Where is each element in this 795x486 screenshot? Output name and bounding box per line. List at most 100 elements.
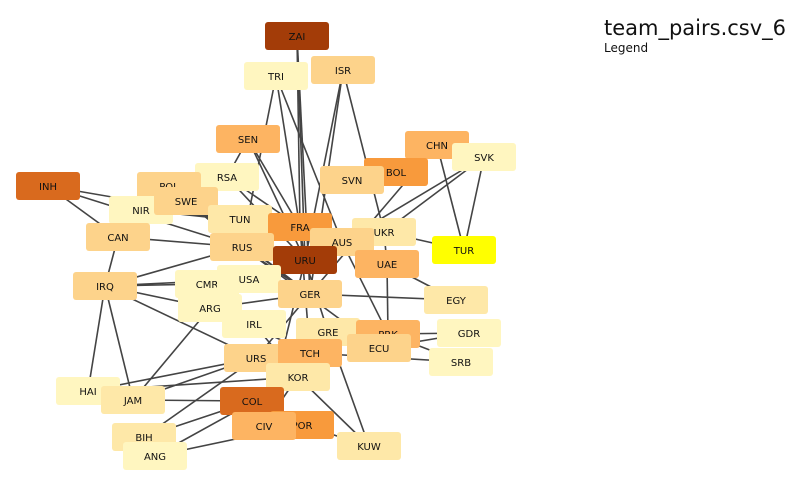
node-gdr[interactable]: GDR	[437, 319, 501, 347]
node-kor[interactable]: KOR	[266, 363, 330, 391]
node-label: TUR	[453, 246, 474, 257]
node-tun[interactable]: TUN	[208, 205, 272, 233]
node-box	[265, 22, 329, 50]
node-box	[424, 286, 488, 314]
node-label: NIR	[132, 206, 149, 217]
node-col[interactable]: COL	[220, 387, 284, 415]
node-irl[interactable]: IRL	[222, 310, 286, 338]
node-label: URU	[294, 256, 316, 267]
node-label: SVK	[474, 153, 494, 164]
node-box	[208, 205, 272, 233]
node-tri[interactable]: TRI	[244, 62, 308, 90]
node-box	[73, 272, 137, 300]
node-svk[interactable]: SVK	[452, 143, 516, 171]
node-label: RSA	[217, 173, 237, 184]
node-box	[452, 143, 516, 171]
node-label: ZAI	[289, 32, 306, 43]
node-egy[interactable]: EGY	[424, 286, 488, 314]
node-svn[interactable]: SVN	[320, 166, 384, 194]
node-label: EGY	[446, 296, 467, 307]
node-box	[101, 386, 165, 414]
node-box	[244, 62, 308, 90]
edge-irq-hai	[87, 285, 106, 392]
node-label: TCH	[299, 349, 320, 360]
node-kuw[interactable]: KUW	[337, 432, 401, 460]
node-label: GER	[299, 290, 320, 301]
node-label: IRL	[246, 320, 262, 331]
node-usa[interactable]: USA	[217, 265, 281, 293]
node-label: RUS	[232, 243, 253, 254]
node-isr[interactable]: ISR	[311, 56, 375, 84]
node-uae[interactable]: UAE	[355, 250, 419, 278]
node-label: INH	[39, 182, 57, 193]
node-box	[320, 166, 384, 194]
node-box	[432, 236, 496, 264]
node-box	[311, 56, 375, 84]
node-box	[273, 246, 337, 274]
node-label: CAN	[107, 233, 128, 244]
node-irq[interactable]: IRQ	[73, 272, 137, 300]
node-label: UAE	[377, 260, 397, 271]
node-can[interactable]: CAN	[86, 223, 150, 251]
node-jam[interactable]: JAM	[101, 386, 165, 414]
node-label: URS	[246, 354, 267, 365]
node-rsa[interactable]: RSA	[195, 163, 259, 191]
node-label: UKR	[374, 228, 395, 239]
node-sen[interactable]: SEN	[216, 125, 280, 153]
node-ang[interactable]: ANG	[123, 442, 187, 470]
node-box	[16, 172, 80, 200]
node-label: POR	[292, 421, 313, 432]
node-label: CHN	[426, 141, 448, 152]
node-label: IRQ	[96, 282, 114, 293]
node-box	[217, 265, 281, 293]
edge-irq-jam	[104, 285, 134, 401]
node-label: SVN	[342, 176, 363, 187]
node-civ[interactable]: CIV	[232, 412, 296, 440]
node-label: GDR	[458, 329, 480, 340]
legend-label: Legend	[604, 41, 649, 55]
node-box	[437, 319, 501, 347]
node-box	[278, 339, 342, 367]
node-box	[195, 163, 259, 191]
edge-sen-fra	[247, 138, 301, 228]
edge-chn-tur	[436, 144, 465, 251]
node-label: ISR	[335, 66, 351, 77]
node-tur[interactable]: TUR	[432, 236, 496, 264]
node-box	[222, 310, 286, 338]
edge-jam-arg	[132, 307, 211, 401]
node-layer: ZAITRIISRSENCHNSVKINHRSABOLSVNPOLNIRSWET…	[16, 22, 516, 470]
edge-prk-aus	[341, 241, 389, 335]
node-label: BOL	[386, 168, 407, 179]
node-label: USA	[239, 275, 260, 286]
node-label: JAM	[123, 396, 142, 407]
node-ecu[interactable]: ECU	[347, 334, 411, 362]
node-label: FRA	[290, 223, 309, 234]
node-box	[154, 187, 218, 215]
node-box	[347, 334, 411, 362]
node-rus[interactable]: RUS	[210, 233, 274, 261]
node-label: TUN	[229, 215, 251, 226]
node-label: SEN	[238, 135, 258, 146]
node-label: BIH	[135, 433, 152, 444]
node-label: ANG	[144, 452, 166, 463]
node-uru[interactable]: URU	[273, 246, 337, 274]
node-box	[266, 363, 330, 391]
node-box	[220, 387, 284, 415]
node-tch[interactable]: TCH	[278, 339, 342, 367]
edge-svk-tur	[463, 156, 485, 251]
node-zai[interactable]: ZAI	[265, 22, 329, 50]
node-label: CMR	[196, 280, 219, 291]
node-label: ECU	[369, 344, 390, 355]
node-box	[86, 223, 150, 251]
edge-isr-ukr	[342, 69, 385, 233]
node-swe[interactable]: SWE	[154, 187, 218, 215]
node-ger[interactable]: GER	[278, 280, 342, 308]
node-srb[interactable]: SRB	[429, 348, 493, 376]
node-label: ARG	[199, 304, 221, 315]
graph-title: team_pairs.csv_6	[604, 16, 787, 40]
node-inh[interactable]: INH	[16, 172, 80, 200]
node-label: GRE	[317, 328, 338, 339]
node-label: SWE	[175, 197, 198, 208]
node-box	[337, 432, 401, 460]
node-box	[210, 233, 274, 261]
